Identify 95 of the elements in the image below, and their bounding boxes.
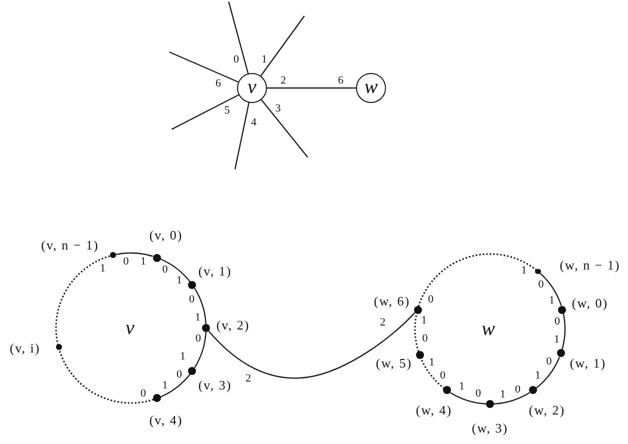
port-number: 2 xyxy=(380,318,386,329)
port-number: 1 xyxy=(500,390,506,400)
port-number: 1 xyxy=(428,357,434,368)
dotted-arc xyxy=(418,253,537,307)
port-number: 1 xyxy=(140,256,146,268)
port-number: 0 xyxy=(196,334,202,344)
port-number: 0 xyxy=(546,356,552,368)
vertex-dot xyxy=(152,394,161,402)
curved-edge xyxy=(208,312,416,379)
vertex-label: (w, 0) xyxy=(572,296,608,310)
vertex-dot xyxy=(202,324,210,332)
port-number: 0 xyxy=(140,388,146,400)
port-number: 1 xyxy=(180,351,186,362)
port-number: 0 xyxy=(440,370,446,382)
dotted-arc xyxy=(420,358,445,389)
port-number: 2 xyxy=(280,75,286,86)
port-number: 0 xyxy=(554,316,560,328)
port-number: 0 xyxy=(428,294,434,306)
port-number: 2 xyxy=(246,374,252,385)
port-number: 1 xyxy=(262,54,268,66)
edge-line xyxy=(234,102,250,170)
vertex-label: (w, 2) xyxy=(528,404,566,416)
port-number: 1 xyxy=(458,381,464,392)
vertex-label: (w, 1) xyxy=(570,356,606,370)
vertex-dot xyxy=(56,344,62,350)
vertex-dot xyxy=(188,280,196,289)
vertex-label: (v, 3) xyxy=(198,378,232,392)
vertex-label: (v, 0) xyxy=(149,228,183,242)
vertex-label: (w, n − 1) xyxy=(560,258,620,272)
port-number: 3 xyxy=(275,103,281,114)
port-number: 1 xyxy=(194,312,200,324)
vertex-dot xyxy=(110,252,116,258)
vertex-dot xyxy=(152,254,161,262)
port-number: 1 xyxy=(521,265,527,276)
arc-edge xyxy=(450,392,486,404)
port-number: 6 xyxy=(216,78,222,90)
vertex-label: (w, 3) xyxy=(472,422,508,434)
dotted-arc xyxy=(55,255,111,346)
edge-line xyxy=(169,51,238,83)
vertex-label: (v, i) xyxy=(10,342,40,354)
vertex-label: (w, 5) xyxy=(376,356,412,370)
vertex-label: (v, 1) xyxy=(198,264,232,278)
vertex-dot xyxy=(416,350,424,359)
port-number: 0 xyxy=(422,334,428,345)
port-number: 1 xyxy=(554,334,560,346)
arc-edge xyxy=(536,356,560,389)
port-number: 1 xyxy=(162,380,168,392)
arc-edge xyxy=(194,332,206,368)
arc-edge xyxy=(562,313,566,350)
port-number: 5 xyxy=(224,106,230,116)
edge-line xyxy=(260,99,308,158)
edge-line xyxy=(228,2,249,74)
dotted-arc xyxy=(414,312,420,352)
vertex-dot xyxy=(535,268,541,274)
port-number: 0 xyxy=(234,54,240,66)
arc-edge xyxy=(494,392,530,404)
vertex-label: (v, 2) xyxy=(216,318,250,332)
port-number: 6 xyxy=(338,75,344,86)
dotted-arc xyxy=(58,349,154,404)
port-number: 0 xyxy=(123,256,129,268)
vertex-dot xyxy=(529,386,538,394)
arc-edge xyxy=(194,288,206,324)
vertex-label: (w, 6) xyxy=(374,294,410,308)
port-number: 4 xyxy=(250,118,256,129)
vertex-label: (w, 4) xyxy=(416,404,452,416)
vertex-label: (v, n − 1) xyxy=(41,238,99,252)
port-number: 0 xyxy=(162,264,168,276)
vertex-dot xyxy=(414,306,422,314)
port-number: 1 xyxy=(534,370,540,382)
cycle-name: w xyxy=(482,319,495,340)
port-number: 1 xyxy=(421,316,427,326)
port-number: 0 xyxy=(176,370,182,380)
port-number: 0 xyxy=(476,388,482,400)
vertex-circle: v xyxy=(237,73,267,103)
vertex-label: (v, 4) xyxy=(149,414,183,426)
port-number: 0 xyxy=(514,384,520,396)
cycle-name: v xyxy=(126,318,134,338)
vertex-dot xyxy=(558,306,566,314)
port-number: 1 xyxy=(100,264,106,275)
port-number: 0 xyxy=(188,294,194,306)
vertex-dot xyxy=(556,349,565,358)
vertex-dot xyxy=(442,386,451,394)
edge-line xyxy=(260,16,305,76)
arc-edge xyxy=(116,252,153,257)
arc-edge xyxy=(160,258,190,282)
vertex-dot xyxy=(188,367,196,376)
vertex-dot xyxy=(486,400,494,408)
vertex-circle: w xyxy=(356,73,386,103)
port-number: 1 xyxy=(548,296,554,306)
arc-edge xyxy=(160,374,190,398)
port-number: 1 xyxy=(176,275,182,286)
edge-line xyxy=(171,94,239,130)
port-number: 0 xyxy=(538,280,544,290)
edge-line xyxy=(267,87,356,89)
arc-edge xyxy=(540,272,562,306)
